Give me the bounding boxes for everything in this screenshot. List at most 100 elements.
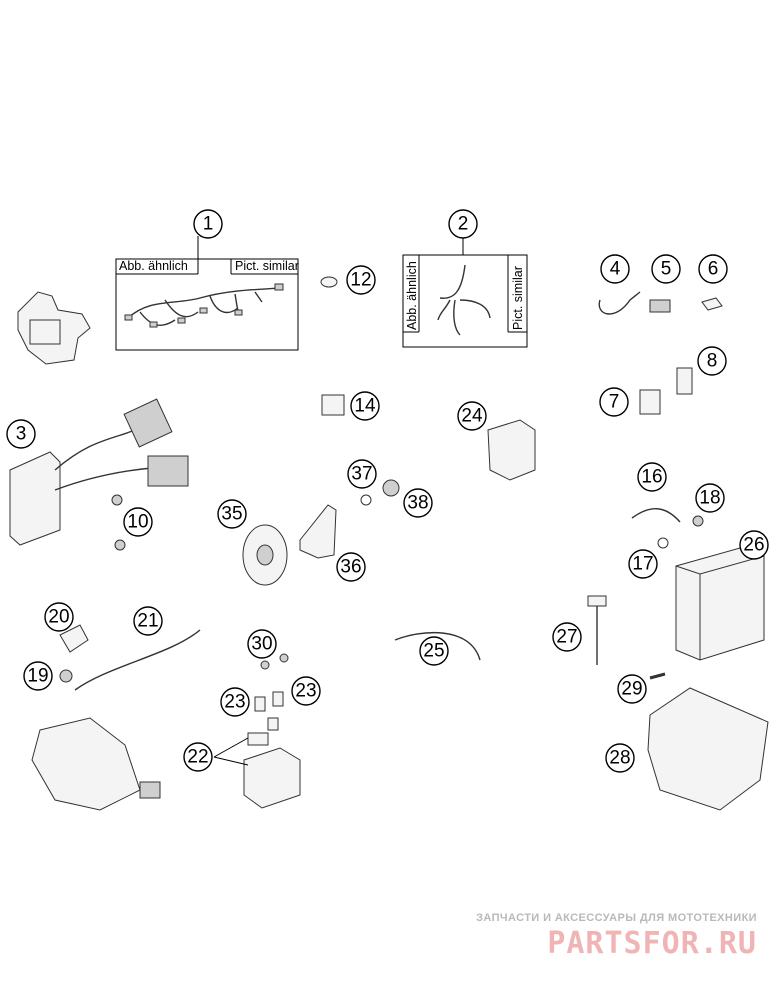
svg-text:6: 6 bbox=[708, 259, 719, 280]
svg-text:21: 21 bbox=[137, 611, 158, 632]
starter-cable[interactable] bbox=[74, 629, 201, 691]
svg-text:17: 17 bbox=[632, 554, 653, 575]
callout-28: 28 bbox=[605, 743, 635, 773]
watermark-brand: PARTSFOR.RU bbox=[547, 926, 757, 961]
fuse-23b[interactable] bbox=[272, 691, 284, 707]
starter-relay[interactable] bbox=[243, 732, 301, 809]
watermark-tagline: ЗАПЧАСТИ И АКСЕССУАРЫ ДЛЯ МОТОТЕХНИКИ bbox=[476, 912, 757, 924]
wiring-harness-1[interactable]: Abb. ähnlich Pict. similar bbox=[115, 236, 299, 351]
callout-16: 16 bbox=[637, 462, 667, 492]
washer-17[interactable] bbox=[657, 537, 669, 549]
pict-similar-en-label-2: Pict. similar bbox=[511, 266, 525, 330]
callout-29: 29 bbox=[617, 674, 647, 704]
svg-text:14: 14 bbox=[354, 396, 376, 417]
fuse-23a[interactable] bbox=[254, 696, 266, 712]
callout-25: 25 bbox=[419, 636, 449, 666]
svg-text:38: 38 bbox=[407, 493, 428, 514]
svg-text:18: 18 bbox=[699, 488, 720, 509]
mounting-bracket[interactable] bbox=[17, 291, 91, 365]
pict-similar-de-label: Abb. ähnlich bbox=[119, 259, 188, 273]
pict-similar-de-label-2: Abb. ähnlich bbox=[405, 261, 419, 330]
callout-5: 5 bbox=[651, 254, 681, 284]
callout-22: 22 bbox=[183, 742, 213, 772]
svg-text:30: 30 bbox=[251, 634, 272, 655]
callout-3: 3 bbox=[6, 419, 36, 449]
callout-24: 24 bbox=[457, 401, 487, 431]
callout-4: 4 bbox=[600, 254, 630, 284]
callout-36: 36 bbox=[336, 552, 366, 582]
washer-37[interactable] bbox=[360, 494, 372, 506]
fuse-23c[interactable] bbox=[267, 717, 279, 731]
callout-20: 20 bbox=[44, 602, 74, 632]
callout-35: 35 bbox=[217, 499, 247, 529]
callout-37: 37 bbox=[347, 459, 377, 489]
bulb[interactable] bbox=[320, 276, 338, 288]
battery-holder[interactable] bbox=[647, 687, 769, 811]
svg-text:23: 23 bbox=[224, 692, 245, 713]
bolt-29[interactable] bbox=[649, 672, 666, 680]
voltage-regulator[interactable] bbox=[9, 398, 189, 546]
svg-text:27: 27 bbox=[556, 627, 577, 648]
battery-cable[interactable] bbox=[394, 632, 481, 661]
clip-6[interactable] bbox=[701, 297, 723, 311]
svg-text:35: 35 bbox=[221, 504, 242, 525]
callout-27: 27 bbox=[552, 622, 582, 652]
callout-23b: 23 bbox=[291, 676, 321, 706]
callout-23a: 23 bbox=[220, 687, 250, 717]
battery[interactable] bbox=[675, 547, 765, 661]
callout-18: 18 bbox=[695, 483, 725, 513]
svg-text:2: 2 bbox=[458, 214, 469, 235]
svg-text:8: 8 bbox=[707, 351, 718, 372]
nut-19[interactable] bbox=[59, 669, 73, 683]
callout-38: 38 bbox=[403, 488, 433, 518]
ground-cable[interactable] bbox=[631, 508, 681, 523]
svg-text:28: 28 bbox=[609, 748, 630, 769]
bolt-10b[interactable] bbox=[114, 539, 126, 551]
callout-12: 12 bbox=[346, 265, 376, 295]
cable-tie[interactable] bbox=[598, 291, 641, 315]
callout-7: 7 bbox=[599, 387, 629, 417]
svg-text:20: 20 bbox=[48, 607, 69, 628]
svg-text:19: 19 bbox=[27, 666, 48, 687]
bolt-18[interactable] bbox=[692, 515, 704, 527]
svg-text:25: 25 bbox=[423, 641, 444, 662]
control-unit[interactable] bbox=[487, 419, 536, 481]
watermark: ЗАПЧАСТИ И АКСЕССУАРЫ ДЛЯ МОТОТЕХНИКИ PA… bbox=[437, 912, 757, 961]
svg-text:16: 16 bbox=[641, 467, 662, 488]
screw-30b[interactable] bbox=[279, 653, 289, 663]
svg-text:12: 12 bbox=[350, 270, 371, 291]
callout-8: 8 bbox=[697, 346, 727, 376]
callout-10: 10 bbox=[123, 507, 153, 537]
pict-similar-en-label: Pict. similar bbox=[235, 259, 299, 273]
svg-text:4: 4 bbox=[610, 259, 621, 280]
nut-38[interactable] bbox=[382, 479, 400, 497]
callout-6: 6 bbox=[698, 254, 728, 284]
callout-14: 14 bbox=[350, 391, 380, 421]
svg-text:37: 37 bbox=[351, 464, 372, 485]
relay-7[interactable] bbox=[639, 389, 661, 415]
svg-text:24: 24 bbox=[461, 406, 483, 427]
svg-text:36: 36 bbox=[340, 557, 361, 578]
svg-text:5: 5 bbox=[661, 259, 672, 280]
callout-1: 1 bbox=[193, 209, 223, 239]
callout-17: 17 bbox=[628, 549, 658, 579]
wiring-harness-2[interactable]: Abb. ähnlich Pict. similar bbox=[402, 236, 528, 348]
svg-text:3: 3 bbox=[16, 424, 27, 445]
relay-14[interactable] bbox=[321, 394, 345, 416]
svg-text:26: 26 bbox=[743, 535, 764, 556]
plate-8[interactable] bbox=[676, 367, 693, 395]
svg-text:23: 23 bbox=[295, 681, 316, 702]
callout-19: 19 bbox=[23, 661, 53, 691]
horn-bracket[interactable] bbox=[299, 504, 337, 559]
callout-30: 30 bbox=[247, 629, 277, 659]
bolt-10a[interactable] bbox=[111, 494, 123, 506]
screw-30a[interactable] bbox=[260, 660, 270, 670]
callout-26: 26 bbox=[739, 530, 769, 560]
svg-text:7: 7 bbox=[609, 392, 620, 413]
svg-text:1: 1 bbox=[203, 214, 214, 235]
starter-motor[interactable] bbox=[31, 717, 161, 811]
svg-text:29: 29 bbox=[621, 679, 642, 700]
clip-5[interactable] bbox=[649, 299, 671, 313]
terminal-cap[interactable] bbox=[59, 624, 89, 653]
